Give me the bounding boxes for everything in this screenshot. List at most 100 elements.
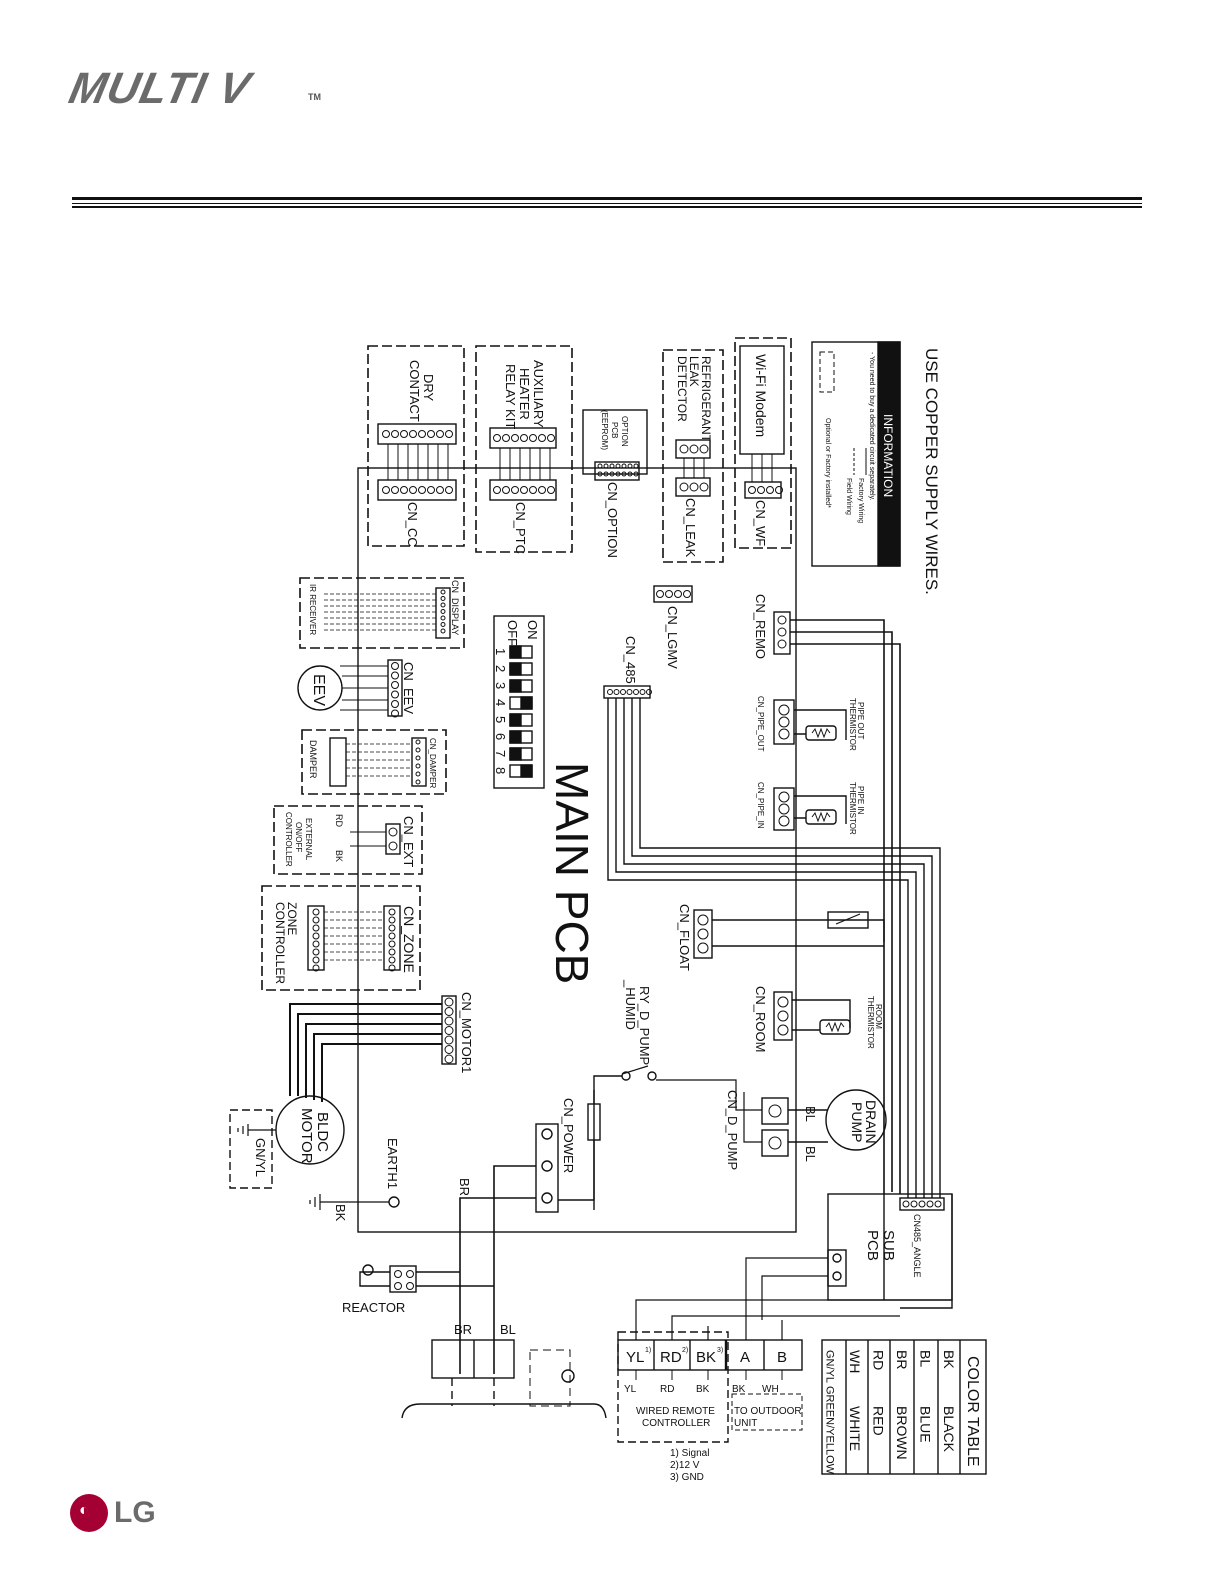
cn-lgmv-label: CN_LGMV [665,606,680,669]
connector-pin [502,434,510,442]
connector-pin [388,924,396,932]
information-note: - You need to buy a dedicated circuit se… [868,352,875,501]
connector-pin [418,430,426,438]
connector-pin [406,1270,414,1278]
connector-pin [502,486,510,494]
connector-pin [511,434,519,442]
dip-switch [493,615,545,789]
cn-option-label: CN_OPTION [605,482,620,558]
cn-remo-label: CN_REMO [753,594,768,659]
connector-pin [689,482,699,492]
color-code: WH [847,1350,863,1373]
ir-receiver-label: IR RECEIVER [308,584,317,635]
dip-knob [509,747,522,761]
note-gnd: 3) GND [670,1472,704,1483]
connector-pin [520,434,528,442]
connector-pin [388,841,398,851]
connector-pin [609,471,615,477]
connector-pin [391,671,399,680]
dip-knob [520,764,533,778]
dip-number: 8 [493,767,508,774]
connector-pin [697,928,709,940]
connector-pin [646,689,652,695]
terminal-b: B [777,1349,787,1366]
cn-cc-label: CN_CC [405,502,420,547]
color-name: RED [871,1406,887,1436]
connector-pin [436,430,444,438]
connector-pin [768,1136,782,1150]
cn-room-label: CN_ROOM [753,986,768,1052]
connector-pin [777,639,787,649]
pipe-out-label-2: THERMISTOR [848,698,857,751]
drain-pump-label-2: PUMP [849,1102,865,1142]
connector-pin [699,444,709,454]
lg-logo-face-icon: ◐ [70,1494,108,1532]
aux-heater-label-2: HEATER [517,368,532,420]
dip-number: 4 [493,699,508,706]
aux-heater-label-3: RELAY KIT [503,364,518,429]
option-pcb-label-3: (EEPROM) [600,410,609,450]
connector-pin [418,486,426,494]
connector-pin [778,704,790,716]
aux-heater-box [475,345,573,553]
power-terminal-block [431,1339,515,1379]
room-label-1: ROOM [874,1004,883,1029]
cn-d-pump-label: CN_D_PUMP [725,1090,740,1170]
under-wh: WH [762,1384,779,1395]
under-yl: YL [624,1384,637,1395]
cn-leak-label: CN_LEAK [683,498,698,558]
connector-pin [415,755,421,761]
connector-pin [699,482,709,492]
color-code: RD [871,1350,887,1370]
connector-pin [778,728,790,740]
wired-remote-label-2: CONTROLLER [642,1418,710,1429]
connector-pin [415,739,421,745]
note-12v: 2)12 V [670,1460,700,1471]
under-rd: RD [660,1384,674,1395]
connector-pin [620,689,626,695]
connector-pin [603,463,609,469]
dip-knob [509,645,522,659]
connector-pin [391,662,399,670]
connector-pin [603,471,609,477]
connector-pin [440,602,446,608]
dip-knob [509,730,522,744]
cn-ptc-label: CN_PTC [513,502,528,554]
dip-knob [520,696,533,710]
connector-pin [778,815,790,827]
connector-pin [444,1007,454,1016]
connector-pin [400,430,408,438]
connector-pin [665,590,673,598]
connector-pin [436,486,444,494]
pump-bl-label-2: BL [803,1146,818,1162]
color-name: WHITE [847,1406,863,1451]
sub-pcb-label-1: SUB [880,1230,897,1261]
aux-heater-label-1: AUXILIARY [531,360,546,428]
cn485-angle-label: CN485_ANGLE [912,1214,922,1278]
cn-485-label: CN_485 [623,636,638,684]
connector-pin [627,463,633,469]
outdoor-label-2: UNIT [734,1418,757,1429]
connector-pin [444,1054,454,1064]
connector-pin [427,430,435,438]
lg-logo-text: LG [114,1496,156,1529]
zone-controller-label-1: ZONE [285,902,299,935]
connector-pin [926,1200,934,1208]
color-code: BL [918,1350,934,1367]
connector-pin [529,486,537,494]
connector-pin [440,589,446,595]
dry-contact-label-2: CONTACT [407,360,422,422]
outdoor-label-1: TO OUTDOOR [734,1406,802,1417]
connector-pin [615,463,621,469]
wired-remote-box [617,1331,729,1443]
information-title-bar [877,341,901,567]
drain-pump-circle [825,1089,887,1151]
cn-damper-label: CN_DAMPER [428,738,437,788]
eev-label: EEV [310,674,327,706]
pipe-out-label-1: PIPE OUT [856,702,865,739]
connector-pin [445,486,453,494]
color-name: BLUE [918,1406,934,1443]
dry-contact-label-1: DRY [421,374,436,402]
connector-pin [679,482,689,492]
connector-pin [312,948,320,956]
